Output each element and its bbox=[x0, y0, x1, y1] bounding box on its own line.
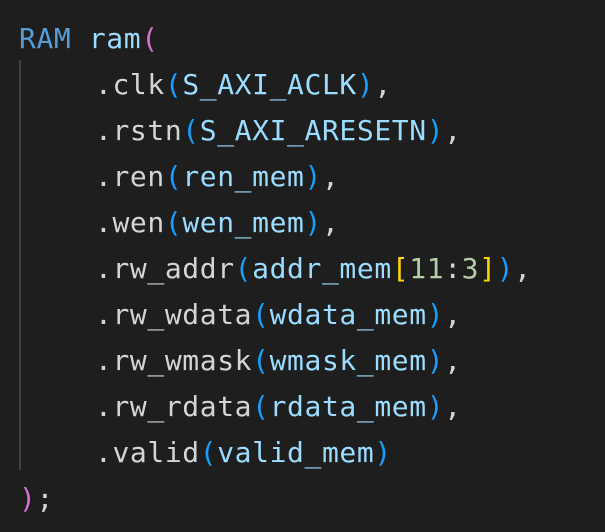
code-line-port-rstn[interactable]: .rstn(S_AXI_ARESETN), bbox=[95, 108, 462, 154]
port-name: .clk bbox=[95, 68, 165, 101]
index-high: 11 bbox=[409, 252, 445, 285]
port-signal: addr_mem bbox=[252, 252, 392, 285]
code-line-port-wen[interactable]: .wen(wen_mem), bbox=[95, 200, 339, 246]
port-signal: wdata_mem bbox=[269, 298, 427, 331]
port-name: .valid bbox=[95, 436, 200, 469]
port-signal: ren_mem bbox=[182, 160, 305, 193]
port-paren-open: ( bbox=[164, 206, 183, 239]
instance-name: ram bbox=[88, 22, 142, 55]
code-line-port-rw-addr[interactable]: .rw_addr(addr_mem[11:3]), bbox=[95, 246, 532, 292]
port-paren-close: ) bbox=[426, 344, 445, 377]
port-paren-close: ) bbox=[426, 390, 445, 423]
port-paren-open: ( bbox=[164, 68, 183, 101]
port-name: .rw_rdata bbox=[95, 390, 253, 423]
port-paren-close: ) bbox=[374, 436, 392, 469]
indent-guide bbox=[19, 60, 21, 470]
index-colon: : bbox=[444, 252, 462, 285]
code-line-instantiation[interactable]: RAM ram( bbox=[19, 16, 159, 62]
port-separator: , bbox=[444, 114, 462, 147]
close-paren-char: ) bbox=[19, 482, 37, 515]
port-signal: S_AXI_ACLK bbox=[182, 68, 357, 101]
port-paren-close: ) bbox=[496, 252, 515, 285]
code-line-port-ren[interactable]: .ren(ren_mem), bbox=[95, 154, 339, 200]
index-low: 3 bbox=[461, 252, 480, 285]
code-line-close[interactable]: ); bbox=[19, 476, 54, 522]
code-line-port-clk[interactable]: .clk(S_AXI_ACLK), bbox=[95, 62, 392, 108]
code-line-port-rw-wmask[interactable]: .rw_wmask(wmask_mem), bbox=[95, 338, 462, 384]
port-name: .rw_addr bbox=[95, 252, 235, 285]
port-paren-open: ( bbox=[182, 114, 200, 147]
code-line-port-valid[interactable]: .valid(valid_mem) bbox=[95, 430, 392, 476]
port-signal: valid_mem bbox=[217, 436, 375, 469]
module-type: RAM bbox=[19, 22, 72, 55]
port-separator: , bbox=[321, 160, 340, 193]
port-name: .rstn bbox=[95, 114, 183, 147]
port-signal: wen_mem bbox=[182, 206, 305, 239]
port-paren-close: ) bbox=[304, 160, 322, 193]
code-line-port-rw-rdata[interactable]: .rw_rdata(rdata_mem), bbox=[95, 384, 462, 430]
port-paren-open: ( bbox=[199, 436, 218, 469]
port-paren-open: ( bbox=[252, 344, 270, 377]
port-paren-open: ( bbox=[252, 390, 270, 423]
close-paren: ); bbox=[19, 482, 54, 515]
port-paren-open: ( bbox=[164, 160, 183, 193]
port-name: .wen bbox=[95, 206, 165, 239]
port-separator: , bbox=[321, 206, 340, 239]
port-paren-close: ) bbox=[426, 114, 445, 147]
port-name: .ren bbox=[95, 160, 165, 193]
port-separator: , bbox=[444, 298, 462, 331]
port-paren-close: ) bbox=[356, 68, 375, 101]
port-signal: S_AXI_ARESETN bbox=[199, 114, 427, 147]
port-signal: rdata_mem bbox=[269, 390, 427, 423]
port-name: .rw_wdata bbox=[95, 298, 253, 331]
port-separator: , bbox=[444, 344, 462, 377]
port-separator: , bbox=[444, 390, 462, 423]
port-name: .rw_wmask bbox=[95, 344, 253, 377]
statement-semicolon: ; bbox=[36, 482, 54, 515]
port-separator: , bbox=[374, 68, 392, 101]
port-paren-open: ( bbox=[252, 298, 270, 331]
index-bracket-open: [ bbox=[391, 252, 410, 285]
index-bracket-close: ] bbox=[479, 252, 497, 285]
open-paren: ( bbox=[141, 22, 159, 55]
port-separator: , bbox=[514, 252, 532, 285]
port-paren-close: ) bbox=[304, 206, 322, 239]
port-signal: wmask_mem bbox=[269, 344, 427, 377]
port-paren-open: ( bbox=[234, 252, 253, 285]
port-paren-close: ) bbox=[426, 298, 445, 331]
code-line-port-rw-wdata[interactable]: .rw_wdata(wdata_mem), bbox=[95, 292, 462, 338]
